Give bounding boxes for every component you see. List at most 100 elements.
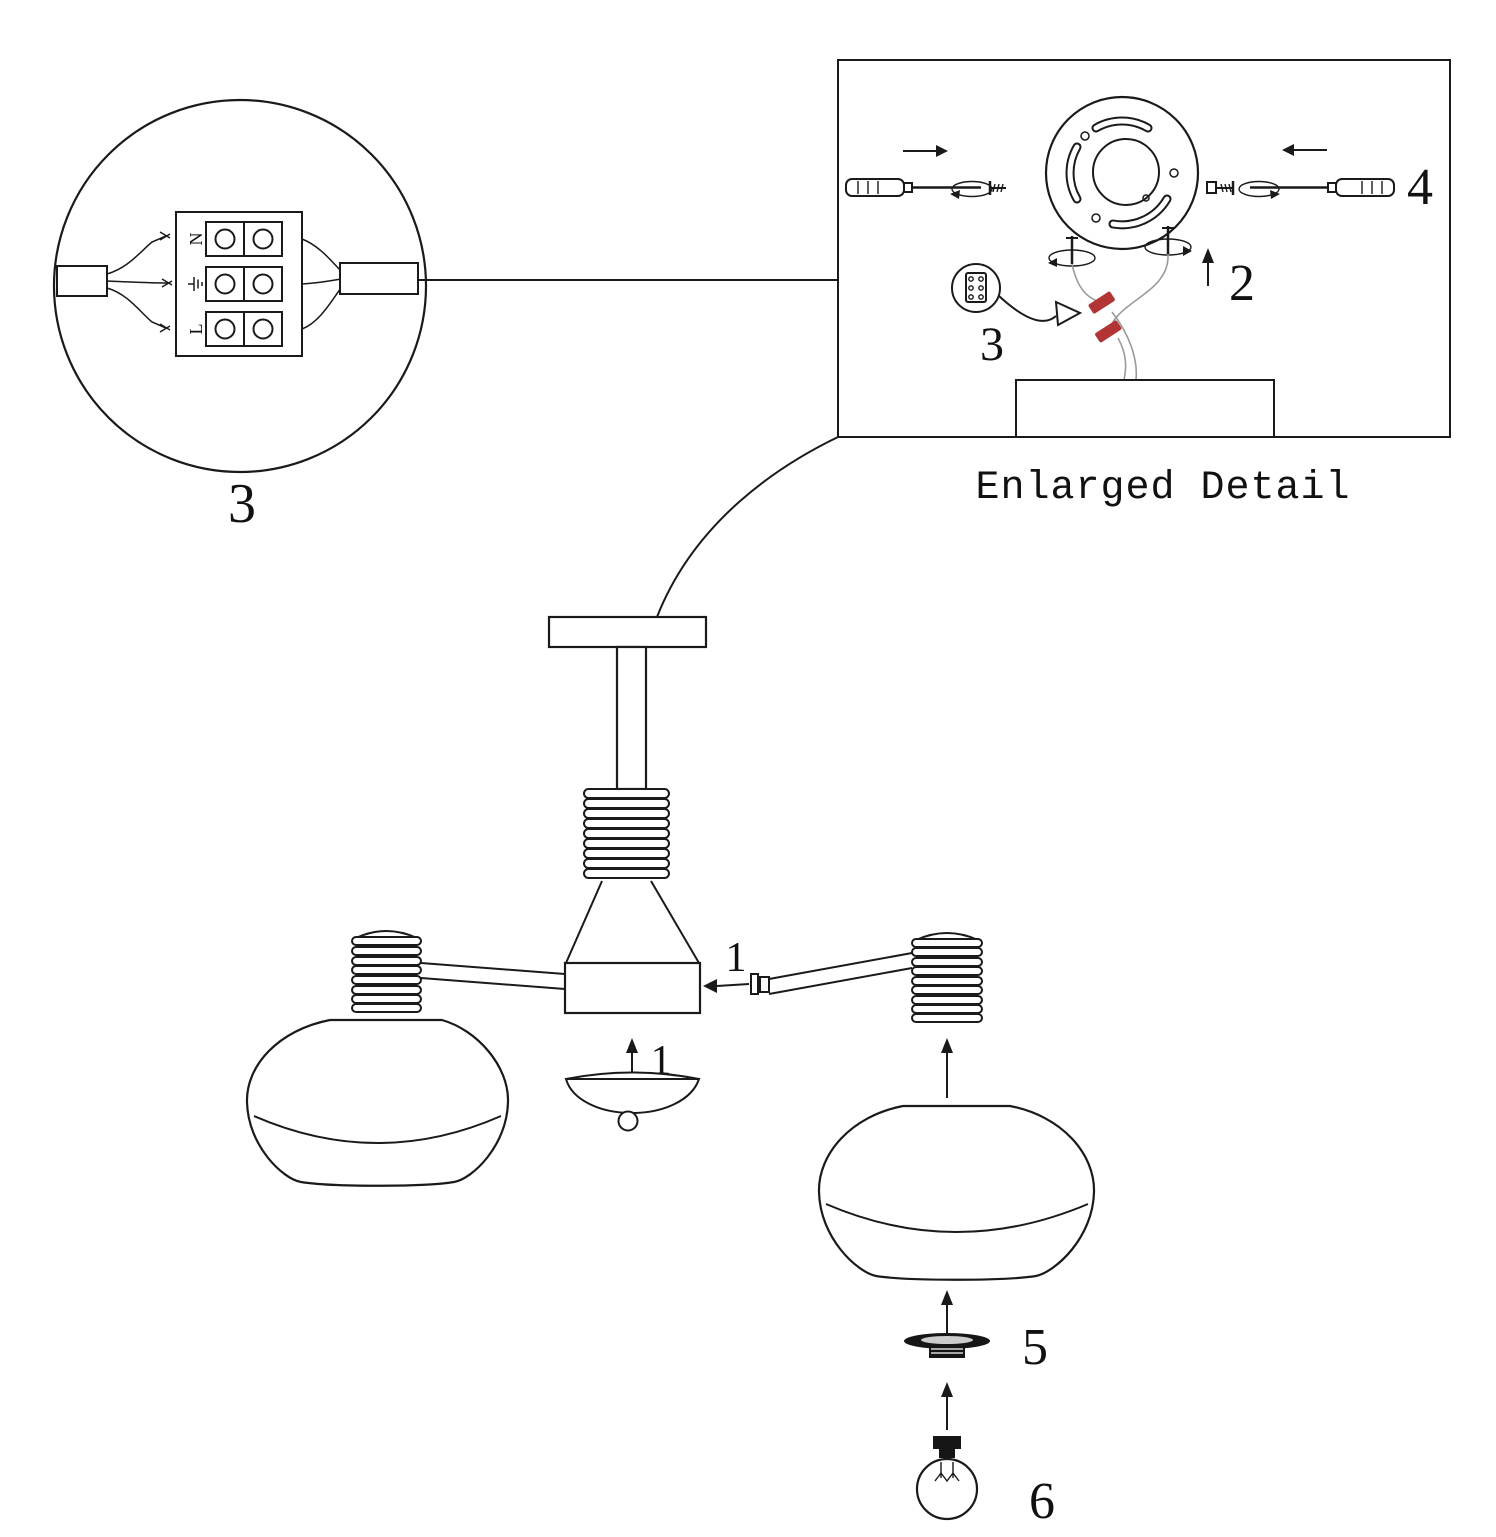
stem-coil <box>583 788 670 879</box>
lamp-holder-step-label: 5 <box>1022 1319 1048 1376</box>
screwdriver-handle <box>1335 178 1395 197</box>
coil-ring <box>583 838 670 849</box>
coil-ring <box>583 788 670 799</box>
bracket-center-hole <box>1092 138 1160 206</box>
bottom-bowl <box>564 1078 701 1115</box>
wire-connectors <box>1071 253 1169 381</box>
lift-arrowhead <box>1202 248 1214 263</box>
right-arm: 1 <box>703 935 913 995</box>
finial-ball <box>617 1110 639 1132</box>
rotation-arrowhead <box>1270 190 1280 199</box>
coil-ring <box>911 995 983 1005</box>
coil-ring <box>351 956 422 966</box>
left-socket-coil <box>351 930 422 1013</box>
left-arm <box>420 962 566 990</box>
holder-thread <box>929 1345 965 1358</box>
coil-ring <box>911 957 983 967</box>
lamp-holder-ring <box>904 1333 990 1358</box>
bulb-base <box>933 1436 961 1449</box>
cable-sheath-left <box>56 265 108 297</box>
leader-arrow-curve <box>998 295 1057 322</box>
bowl-rim <box>565 1071 700 1080</box>
terminal-screw <box>214 228 236 250</box>
attach-arrowhead <box>941 1290 953 1305</box>
screwdriver-handle <box>845 178 905 197</box>
cone <box>565 880 700 964</box>
bulb-neck <box>939 1449 955 1458</box>
attach-arrowhead <box>941 1038 953 1053</box>
wiring-detail-label: 3 <box>228 473 256 535</box>
bulb-step: 6 <box>915 1382 1055 1530</box>
wire <box>1117 337 1127 381</box>
rotation-arrowhead <box>950 190 960 199</box>
mounting-bracket <box>1044 95 1217 251</box>
wire <box>1071 263 1098 302</box>
hollow-arrowhead <box>1054 300 1083 327</box>
coil-ring <box>583 828 670 839</box>
panel-title: Enlarged Detail <box>975 466 1350 511</box>
left-shade <box>245 1018 510 1187</box>
wiring-detail-circle: N L 3 <box>52 98 838 535</box>
coil-ring <box>583 818 670 829</box>
screw-step-label: 2 <box>1229 255 1255 312</box>
center-hub <box>563 961 702 1015</box>
arm-pin <box>750 973 759 995</box>
coil-ring <box>911 976 983 986</box>
socket-cap <box>915 932 979 941</box>
coil-ring <box>351 936 422 946</box>
mounting-screws: 2 <box>1048 226 1255 312</box>
wire-connector-red <box>1095 320 1122 343</box>
bracket-hole <box>1080 131 1090 141</box>
attach-arrowhead <box>941 1382 953 1397</box>
bulb-step-label: 6 <box>1029 1473 1055 1530</box>
screwdriver-collar <box>903 182 913 193</box>
stem-rod <box>615 645 648 791</box>
shade-rim <box>825 1203 1089 1233</box>
coil-ring <box>583 798 670 809</box>
coil-ring <box>351 1003 422 1013</box>
shade-rim <box>253 1115 502 1144</box>
bracket-nut <box>1206 181 1217 194</box>
earth-ground-icon <box>188 277 203 291</box>
coil-ring <box>583 848 670 859</box>
coil-ring <box>911 947 983 957</box>
terminal-label-neutral: N <box>186 233 206 246</box>
coil-ring <box>583 858 670 869</box>
bare-wire-end <box>161 278 173 288</box>
coil-ring <box>911 1004 983 1014</box>
coil-ring <box>351 965 422 975</box>
coil-ring <box>583 868 670 879</box>
rotation-arrowhead <box>1183 246 1192 256</box>
coil-ring <box>911 1013 983 1023</box>
terminal-step-label: 3 <box>980 318 1004 371</box>
coil-ring <box>911 966 983 976</box>
coil-ring <box>351 994 422 1004</box>
coil-ring <box>911 938 983 948</box>
chandelier: 1 1 <box>245 615 1096 1281</box>
bare-wire-end <box>159 231 171 241</box>
terminal-block-mini: 3 <box>951 263 1083 371</box>
leader-curve <box>656 436 839 618</box>
socket-cap <box>355 930 418 939</box>
light-bulb-icon <box>915 1436 979 1521</box>
ceiling-canopy <box>547 615 708 649</box>
push-arrowhead <box>936 145 948 157</box>
enlarged-detail-panel: 4 2 3 <box>837 59 1451 511</box>
arm-pin-collar <box>759 976 770 993</box>
coil-ring <box>911 985 983 995</box>
shade-body <box>245 1018 510 1187</box>
bracket-hole <box>1142 194 1150 202</box>
right-shade <box>817 1104 1096 1281</box>
arm-step-label: 1 <box>726 935 747 981</box>
bottom-finial: 1 <box>564 1038 701 1132</box>
left-cable-wires <box>56 231 173 333</box>
terminal-block: N L <box>175 211 303 357</box>
coil-ring <box>583 808 670 819</box>
junction-box <box>1015 379 1275 438</box>
lamp-holder-step: 5 <box>904 1290 1048 1376</box>
bracket-hole <box>1169 168 1179 178</box>
bulb-filament <box>934 1471 960 1483</box>
terminal-screw <box>214 273 236 295</box>
